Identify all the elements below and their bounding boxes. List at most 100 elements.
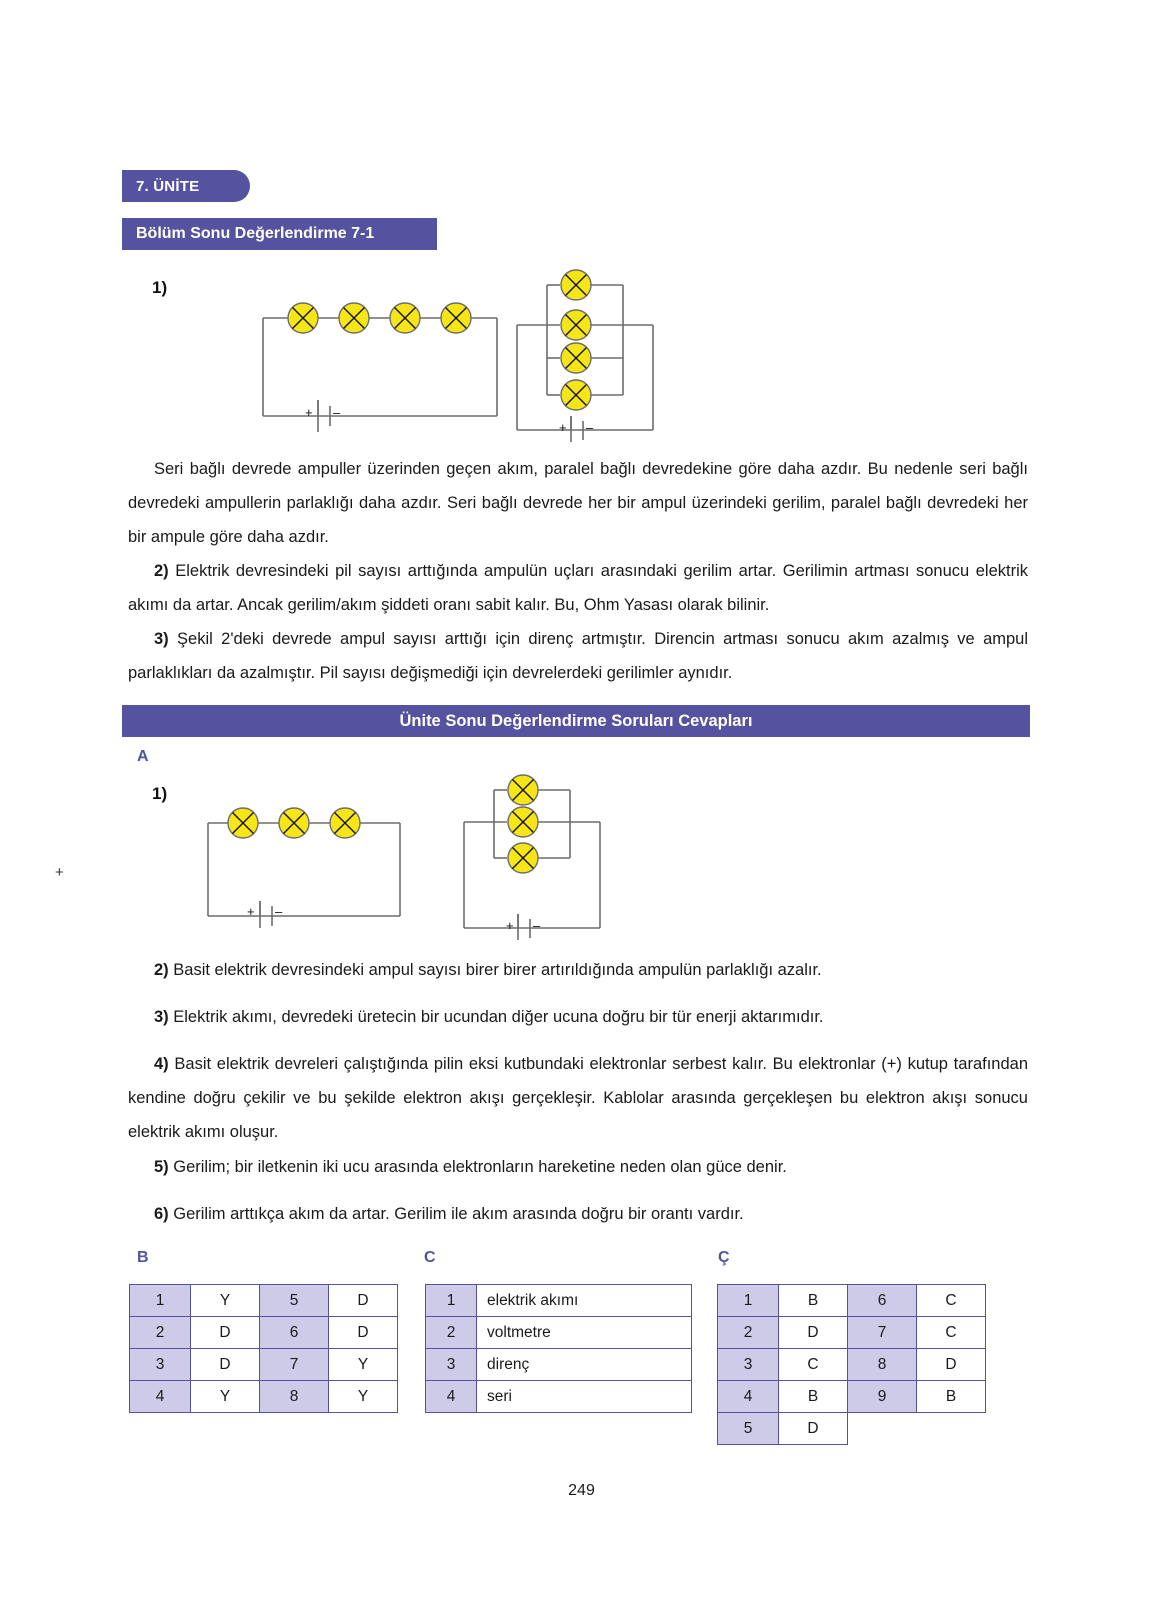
table-cell-key: 2 — [129, 1316, 191, 1349]
table-cell-key: 5 — [259, 1284, 329, 1317]
unit-answers-banner-label: Ünite Sonu Değerlendirme Soruları Cevapl… — [399, 711, 753, 730]
lamp-icon — [560, 379, 592, 411]
answer-paragraph-3: 3) Şekil 2'deki devrede ampul sayısı art… — [128, 622, 1028, 690]
table-row: 5 D — [717, 1412, 986, 1445]
table-row: 1 B 6 C — [717, 1284, 986, 1317]
table-cell-value: D — [778, 1412, 848, 1445]
answer-a5-text: Gerilim; bir iletkenin iki ucu arasında … — [173, 1158, 787, 1176]
table-cell-value: C — [916, 1284, 986, 1317]
section-b-table: 1 Y 5 D 2 D 6 D 3 D 7 Y 4 Y 8 Y — [129, 1284, 398, 1413]
answer-paragraph-1: Seri bağlı devrede ampuller üzerinden ge… — [128, 452, 1028, 554]
table-row: 3 C 8 D — [717, 1348, 986, 1381]
section-b-label: B — [137, 1249, 149, 1266]
lamp-icon — [507, 842, 539, 874]
lamp-icon — [560, 309, 592, 341]
answer-a2-paragraph: 2) Basit elektrik devresindeki ampul say… — [128, 953, 1028, 987]
battery-plus-label: + — [247, 904, 255, 919]
table-cell-key: 7 — [847, 1316, 917, 1349]
section-c-table-body: 1 elektrik akımı 2 voltmetre 3 direnç 4 … — [425, 1284, 692, 1413]
section-tab-label: Bölüm Sonu Değerlendirme 7-1 — [136, 225, 375, 242]
answer-a6-text: Gerilim arttıkça akım da artar. Gerilim … — [173, 1205, 744, 1223]
lamp-icon — [389, 302, 421, 334]
answer-1-text: Seri bağlı devrede ampuller üzerinden ge… — [128, 460, 1028, 546]
section-cc-table-body: 1 B 6 C 2 D 7 C 3 C 8 D 4 B 9 B — [717, 1284, 986, 1445]
section-c-table: 1 elektrik akımı 2 voltmetre 3 direnç 4 … — [425, 1284, 692, 1413]
section-c-label: C — [424, 1249, 436, 1266]
stray-plus-mark: + — [55, 864, 64, 881]
table-cell-value: voltmetre — [476, 1316, 692, 1349]
table-cell-value: C — [916, 1316, 986, 1349]
table-row: 3 direnç — [425, 1348, 692, 1381]
table-cell-value: D — [916, 1348, 986, 1381]
battery-plus-label: + — [506, 918, 514, 933]
answer-a2-number: 2) — [154, 961, 169, 979]
answer-a2-text: Basit elektrik devresindeki ampul sayısı… — [173, 961, 822, 979]
table-cell-value: B — [778, 1380, 848, 1413]
lamp-icon — [278, 807, 310, 839]
section-cc-label: Ç — [718, 1249, 730, 1266]
lamp-icon — [560, 269, 592, 301]
question-1-label-a: 1) — [152, 784, 168, 803]
answer-a3-paragraph: 3) Elektrik akımı, devredeki üretecin bi… — [128, 1000, 1028, 1034]
unit-tab-label: 7. ÜNİTE — [136, 177, 200, 195]
table-cell-value: B — [916, 1380, 986, 1413]
section-cc-table: 1 B 6 C 2 D 7 C 3 C 8 D 4 B 9 B — [717, 1284, 986, 1445]
table-cell-key: 8 — [259, 1380, 329, 1413]
table-row: 2 voltmetre — [425, 1316, 692, 1349]
answer-2-text: Elektrik devresindeki pil sayısı arttığı… — [128, 562, 1028, 614]
table-cell-value: D — [778, 1316, 848, 1349]
table-cell-key: 7 — [259, 1348, 329, 1381]
table-row: 4 Y 8 Y — [129, 1380, 398, 1413]
table-cell-value: Y — [190, 1284, 260, 1317]
battery-plus-label: + — [305, 405, 313, 420]
circuit-parallel-4-lamps: + – — [505, 262, 665, 442]
lamp-icon — [287, 302, 319, 334]
answer-a4-paragraph: 4) Basit elektrik devreleri çalıştığında… — [128, 1047, 1028, 1149]
table-cell-key: 6 — [847, 1284, 917, 1317]
table-cell-key: 3 — [425, 1348, 477, 1381]
lamp-icon — [338, 302, 370, 334]
lamp-icon — [329, 807, 361, 839]
answer-a6-number: 6) — [154, 1205, 169, 1223]
table-cell-key: 4 — [425, 1380, 477, 1413]
table-cell-value: Y — [190, 1380, 260, 1413]
table-row: 4 B 9 B — [717, 1380, 986, 1413]
battery-minus-label: – — [333, 405, 341, 420]
table-cell-key: 4 — [717, 1380, 779, 1413]
table-row: 1 Y 5 D — [129, 1284, 398, 1317]
lamp-icon — [227, 807, 259, 839]
battery-minus-label: – — [275, 904, 283, 919]
table-row: 2 D 6 D — [129, 1316, 398, 1349]
section-tab: Bölüm Sonu Değerlendirme 7-1 — [122, 218, 437, 250]
question-1-label-top: 1) — [152, 278, 168, 297]
table-cell-key: 6 — [259, 1316, 329, 1349]
section-a-label: A — [137, 748, 149, 765]
table-row: 4 seri — [425, 1380, 692, 1413]
table-cell-value: Y — [328, 1380, 398, 1413]
answer-a5-paragraph: 5) Gerilim; bir iletkenin iki ucu arasın… — [128, 1150, 1028, 1184]
battery-minus-label: – — [533, 918, 541, 933]
answer-a5-number: 5) — [154, 1158, 169, 1176]
table-cell-empty — [917, 1413, 986, 1445]
answer-3-text: Şekil 2'deki devrede ampul sayısı arttığ… — [128, 630, 1029, 682]
table-cell-key: 3 — [129, 1348, 191, 1381]
answer-a3-number: 3) — [154, 1008, 169, 1026]
table-cell-value: direnç — [476, 1348, 692, 1381]
table-cell-key: 9 — [847, 1380, 917, 1413]
battery-plus-label: + — [559, 420, 567, 435]
table-cell-key: 5 — [717, 1412, 779, 1445]
table-cell-value: Y — [328, 1348, 398, 1381]
table-cell-value: B — [778, 1284, 848, 1317]
answer-2-number: 2) — [154, 562, 169, 580]
lamp-icon — [560, 342, 592, 374]
answer-a3-text: Elektrik akımı, devredeki üretecin bir u… — [173, 1008, 824, 1026]
table-cell-value: D — [328, 1284, 398, 1317]
table-cell-value: D — [190, 1348, 260, 1381]
answer-a6-paragraph: 6) Gerilim arttıkça akım da artar. Geril… — [128, 1197, 1028, 1231]
lamp-icon — [507, 774, 539, 806]
battery-minus-label: – — [586, 420, 594, 435]
table-cell-value: D — [328, 1316, 398, 1349]
lamp-icon — [440, 302, 472, 334]
page-number: 249 — [568, 1482, 595, 1499]
